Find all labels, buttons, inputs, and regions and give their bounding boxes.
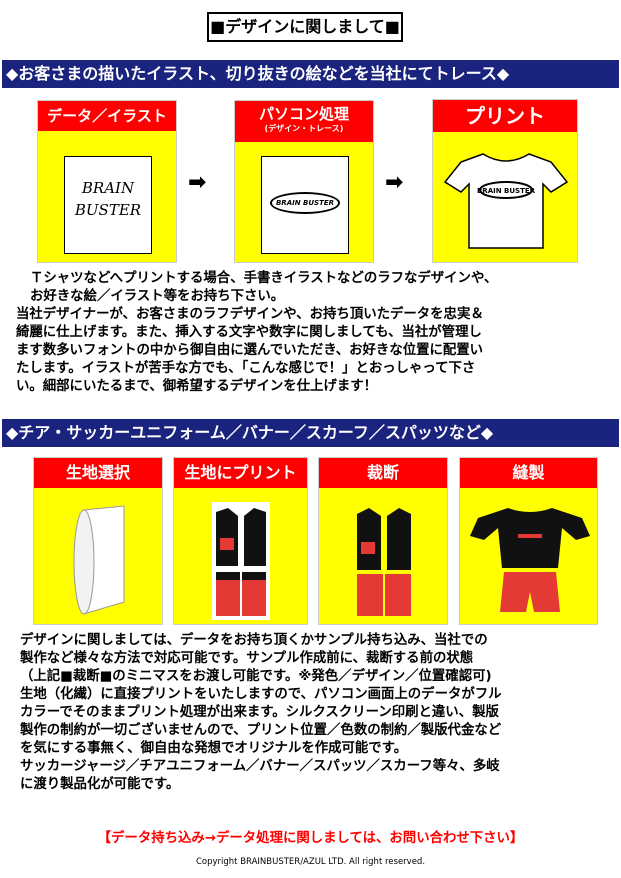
tshirt-icon: BRAIN BUSTER xyxy=(443,153,569,249)
text-line: たします。イラストが苦手な方でも、「こんな感じで！」とおっしゃって下さ xyxy=(16,361,476,376)
section-heading-uniform: ◆チア・サッカーユニフォーム／バナー／スカーフ／スパッツなど◆ xyxy=(2,419,619,447)
text-line: ます数多いフォントの中から御自由に選んでいただき、お好きな位置に配置い xyxy=(16,343,484,358)
card-label: 縫製 xyxy=(460,458,597,488)
arrow-right-icon: ➡ xyxy=(385,170,404,195)
text-line: 当社デザイナーが、お客さまのラフデザインや、お持ち頂いたデータを忠実＆ xyxy=(16,307,484,322)
card-print: プリント BRAIN BUSTER xyxy=(432,99,578,263)
text-line: を気にする事無く、御自由な発想でオリジナルを作成可能です。 xyxy=(20,741,408,756)
text-line: サッカージャージ／チアユニフォーム／バナー／スパッツ／スカーフ等々、多岐 xyxy=(20,759,500,774)
text-line: Ｔシャツなどへプリントする場合、手書きイラストなどのラフなデザインや、 xyxy=(30,271,498,286)
copyright-footer: Copyright BRAINBUSTER/AZUL LTD. All righ… xyxy=(195,857,426,867)
page-title: ■デザインに関しまして■ xyxy=(207,12,403,42)
logo-text-on-shirt: BRAIN BUSTER xyxy=(477,187,536,195)
logo-text-line2: BUSTER xyxy=(74,201,142,219)
printed-fabric-panels xyxy=(212,502,270,620)
logo-oval: BRAIN BUSTER xyxy=(270,192,340,214)
card-label: 生地にプリント xyxy=(174,458,307,488)
card-label: 裁断 xyxy=(319,458,447,488)
text-line: 生地（化繊）に直接プリントをいたしますので、パソコン画面上のデータがフル xyxy=(20,687,502,702)
body-paragraph-trace: Ｔシャツなどへプリントする場合、手書きイラストなどのラフなデザインや、 お好きな… xyxy=(16,270,606,396)
card-cutting: 裁断 xyxy=(318,457,448,625)
text-line: （上記■裁断■のミニマスをお渡し可能です。※発色／デザイン／位置確認可) xyxy=(20,669,492,684)
text-line: お好きな絵／イラスト等をお持ち下さい。 xyxy=(30,289,285,304)
paper-sheet-icon: BRAIN BUSTER xyxy=(261,156,349,254)
card-label: パソコン処理 xyxy=(258,105,349,123)
cut-fabric-panels xyxy=(357,508,411,616)
text-line: い。細部にいたるまで、御希望するデザインを仕上げます！ xyxy=(16,379,378,394)
logo-text-line1: BRAIN xyxy=(81,179,135,197)
text-line: 綺麗に仕上げます。また、挿入する文字や数字に関しましても、当社が管理し xyxy=(16,325,482,340)
text-line: カラーでそのままプリント処理が出来ます。シルクスクリーン印刷と違い、製版 xyxy=(20,705,499,720)
card-sublabel: (デザイン・トレース) xyxy=(264,124,344,133)
arrow-right-icon: ➡ xyxy=(188,170,207,195)
card-pc-processing: パソコン処理 (デザイン・トレース) BRAIN BUSTER xyxy=(234,100,374,263)
text-line: に渡り製品化が可能です。 xyxy=(20,777,180,792)
card-fabric-select: 生地選択 xyxy=(33,457,163,625)
card-data-illust: データ／イラスト BRAIN BUSTER xyxy=(37,100,177,263)
card-label: 生地選択 xyxy=(34,458,162,488)
contact-notice: 【データ持ち込み→データ処理に関しましては、お問い合わせ下さい】 xyxy=(97,831,524,846)
card-print-on-fabric: 生地にプリント xyxy=(173,457,308,625)
card-label: データ／イラスト xyxy=(38,101,176,131)
card-label: プリント xyxy=(433,100,577,132)
text-line: デザインに関しましては、データをお持ち頂くかサンプル持ち込み、当社での xyxy=(20,633,488,648)
fabric-roll-icon xyxy=(73,505,125,615)
sewn-uniform-icon xyxy=(470,508,590,612)
section-heading-trace: ◆お客さまの描いたイラスト、切り抜きの絵などを当社にてトレース◆ xyxy=(2,60,619,88)
text-line: 製作の制約が一切ございませんので、プリント位置／色数の制約／製版代金など xyxy=(20,723,502,738)
body-paragraph-uniform: デザインに関しましては、データをお持ち頂くかサンプル持ち込み、当社での 製作など… xyxy=(20,632,610,794)
paper-sheet-icon: BRAIN BUSTER xyxy=(64,156,152,254)
text-line: 製作など様々な方法で対応可能です。サンプル作成前に、裁断する前の状態 xyxy=(20,651,474,666)
card-sewing: 縫製 xyxy=(459,457,598,625)
